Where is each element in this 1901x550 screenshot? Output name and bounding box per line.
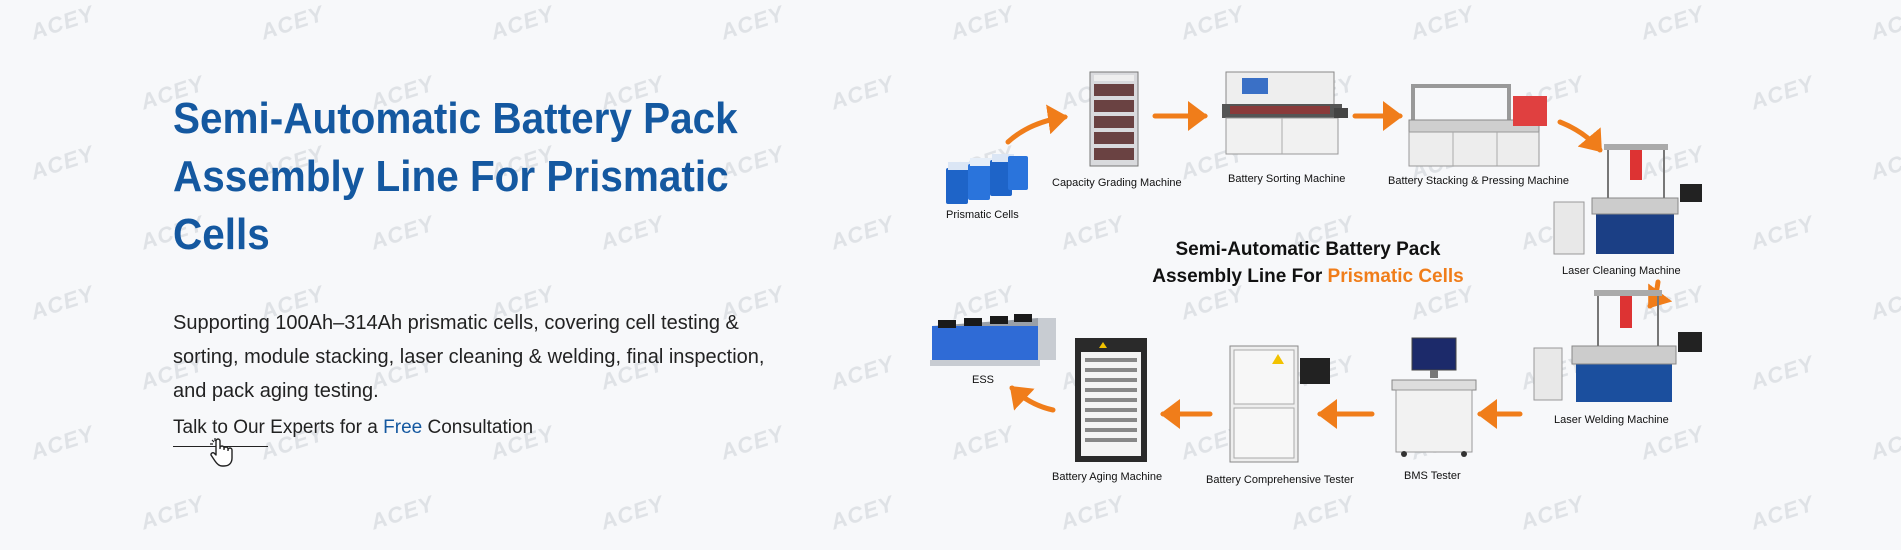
watermark-text: ACEY xyxy=(1867,280,1901,325)
watermark-text: ACEY xyxy=(1747,210,1818,255)
cta-suffix: Consultation xyxy=(422,417,534,438)
battery-aging-machine-icon xyxy=(1075,338,1147,462)
watermark-text: ACEY xyxy=(1867,140,1901,185)
cta-free: Free xyxy=(383,417,423,438)
battery-sorting-machine-icon xyxy=(1222,71,1348,155)
arrow-aging-to-ess xyxy=(1009,385,1056,413)
hero-section: Semi-Automatic Battery Pack Assembly Lin… xyxy=(173,90,873,408)
watermark-text: ACEY xyxy=(1747,350,1818,395)
watermark-text: ACEY xyxy=(27,140,98,185)
watermark-text: ACEY xyxy=(1287,490,1358,535)
hero-title-line2: Assembly Line For Prismatic Cells xyxy=(173,152,729,259)
watermark-text: ACEY xyxy=(717,0,788,45)
cta-prefix: Talk to Our Experts for a xyxy=(173,417,384,438)
diagram-title: Semi-Automatic Battery Pack Assembly Lin… xyxy=(1133,236,1483,290)
watermark-text: ACEY xyxy=(487,0,558,45)
arrow-cells-to-grading xyxy=(1005,104,1068,145)
pointer-hand-icon xyxy=(210,438,233,467)
watermark-text: ACEY xyxy=(1057,490,1128,535)
watermark-text: ACEY xyxy=(367,490,438,535)
label-ess: ESS xyxy=(972,374,995,386)
label-prismatic-cells: Prismatic Cells xyxy=(946,209,1019,221)
watermark-text: ACEY xyxy=(827,490,898,535)
watermark-text: ACEY xyxy=(1637,420,1708,465)
watermark-text: ACEY xyxy=(1057,210,1128,255)
watermark-text: ACEY xyxy=(1747,70,1818,115)
laser-cleaning-machine-icon xyxy=(1553,144,1702,255)
watermark-text: ACEY xyxy=(1747,490,1818,535)
watermark-text: ACEY xyxy=(137,490,208,535)
label-stacking-pressing: Battery Stacking & Pressing Machine xyxy=(1388,175,1569,187)
watermark-text: ACEY xyxy=(27,0,98,45)
diagram-title-line1: Semi-Automatic Battery Pack xyxy=(1175,239,1441,260)
watermark-text: ACEY xyxy=(1637,0,1708,45)
label-aging-machine: Battery Aging Machine xyxy=(1052,471,1163,483)
label-laser-welding: Laser Welding Machine xyxy=(1554,414,1669,426)
watermark-text: ACEY xyxy=(717,420,788,465)
watermark-text: ACEY xyxy=(597,490,668,535)
watermark-text: ACEY xyxy=(1867,0,1901,45)
watermark-text: ACEY xyxy=(27,420,98,465)
capacity-grading-machine-icon xyxy=(1089,71,1139,167)
label-battery-sorting: Battery Sorting Machine xyxy=(1228,173,1346,185)
label-comprehensive-tester: Battery Comprehensive Tester xyxy=(1206,474,1354,486)
diagram-title-line2-prefix: Assembly Line For xyxy=(1152,266,1328,287)
watermark-text: ACEY xyxy=(1867,420,1901,465)
stacking-pressing-machine-icon xyxy=(1408,84,1547,167)
ess-battery-pack-icon xyxy=(930,314,1056,366)
label-laser-cleaning: Laser Cleaning Machine xyxy=(1562,265,1681,277)
label-bms-tester: BMS Tester xyxy=(1404,470,1461,482)
bms-tester-icon xyxy=(1391,337,1477,457)
watermark-text: ACEY xyxy=(1177,0,1248,45)
prismatic-cells-icon xyxy=(946,154,1028,204)
watermark-text: ACEY xyxy=(257,0,328,45)
watermark-text: ACEY xyxy=(947,0,1018,45)
hero-title: Semi-Automatic Battery Pack Assembly Lin… xyxy=(173,90,817,264)
diagram-title-highlight: Prismatic Cells xyxy=(1327,266,1464,287)
consultation-link[interactable]: Talk to Our Experts for a Free Consultat… xyxy=(173,417,533,439)
watermark-text: ACEY xyxy=(1407,0,1478,45)
label-capacity-grading: Capacity Grading Machine xyxy=(1052,177,1182,189)
watermark-text: ACEY xyxy=(27,280,98,325)
hero-description: Supporting 100Ah–314Ah prismatic cells, … xyxy=(173,312,765,402)
laser-welding-machine-icon xyxy=(1533,290,1702,402)
comprehensive-tester-icon xyxy=(1229,345,1330,463)
watermark-text: ACEY xyxy=(1517,490,1588,535)
hero-title-line1: Semi-Automatic Battery Pack xyxy=(173,94,738,143)
watermark-text: ACEY xyxy=(947,420,1018,465)
